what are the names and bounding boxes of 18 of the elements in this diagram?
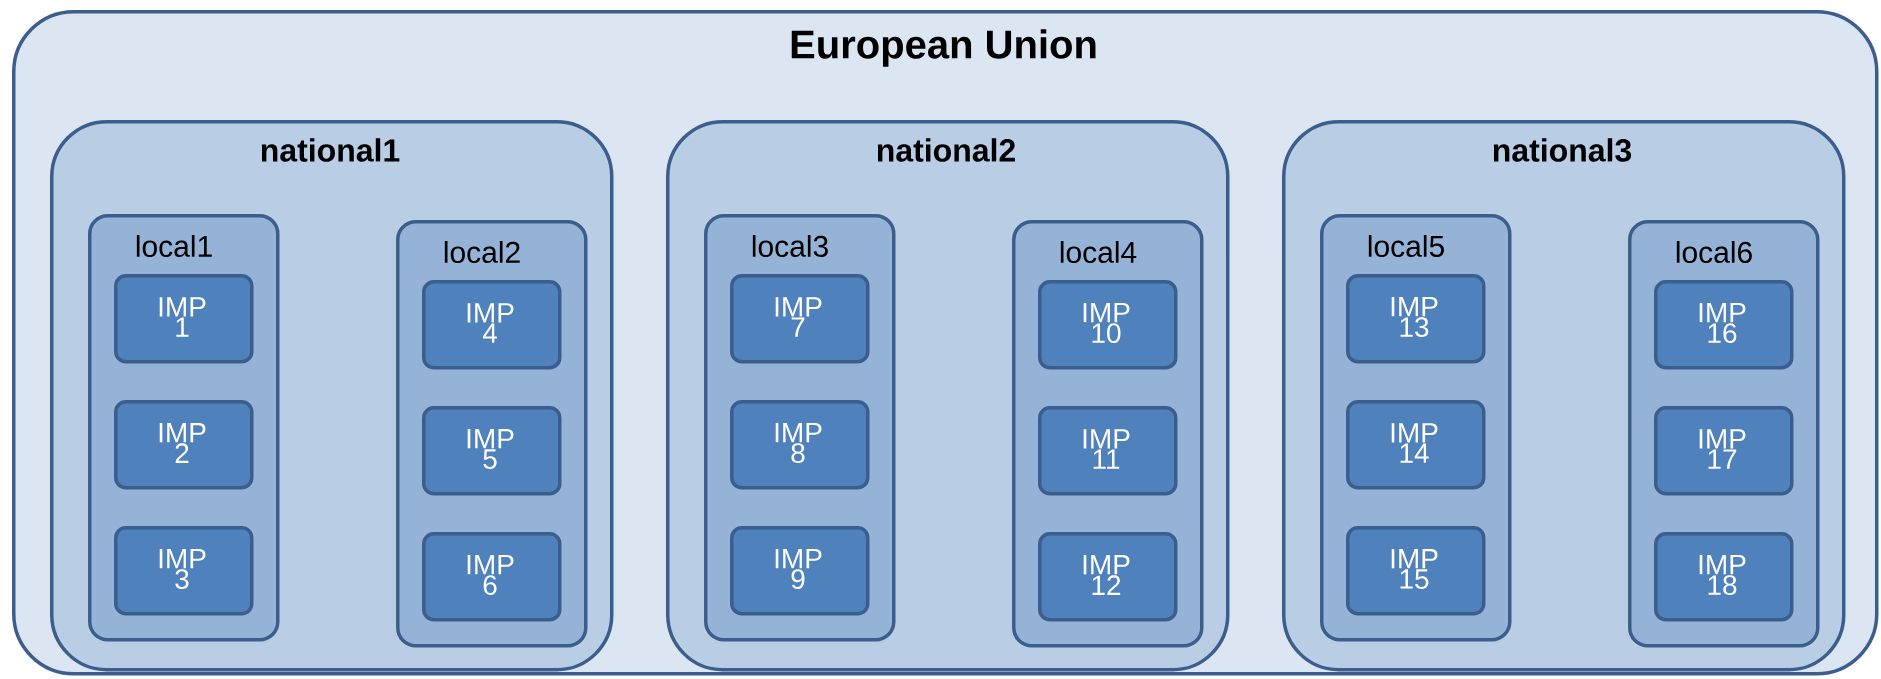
imp-box: IMP 7: [730, 274, 870, 364]
imp-box: IMP 3: [114, 526, 254, 616]
imp-box: IMP 11: [1038, 406, 1178, 496]
imp-box: IMP 12: [1038, 532, 1178, 622]
imp-box: IMP 10: [1038, 280, 1178, 370]
imp-box: IMP 4: [422, 280, 562, 370]
imp-box: IMP 6: [422, 532, 562, 622]
imp-box: IMP 18: [1654, 532, 1794, 622]
imp-box: IMP 9: [730, 526, 870, 616]
imp-box: IMP 13: [1346, 274, 1486, 364]
imp-box: IMP 15: [1346, 526, 1486, 616]
imp-box: IMP 8: [730, 400, 870, 490]
imp-box: IMP 14: [1346, 400, 1486, 490]
imp-box: IMP 17: [1654, 406, 1794, 496]
imp-box: IMP 16: [1654, 280, 1794, 370]
imp-box: IMP 1: [114, 274, 254, 364]
imp-box: IMP 2: [114, 400, 254, 490]
imp-box: IMP 5: [422, 406, 562, 496]
